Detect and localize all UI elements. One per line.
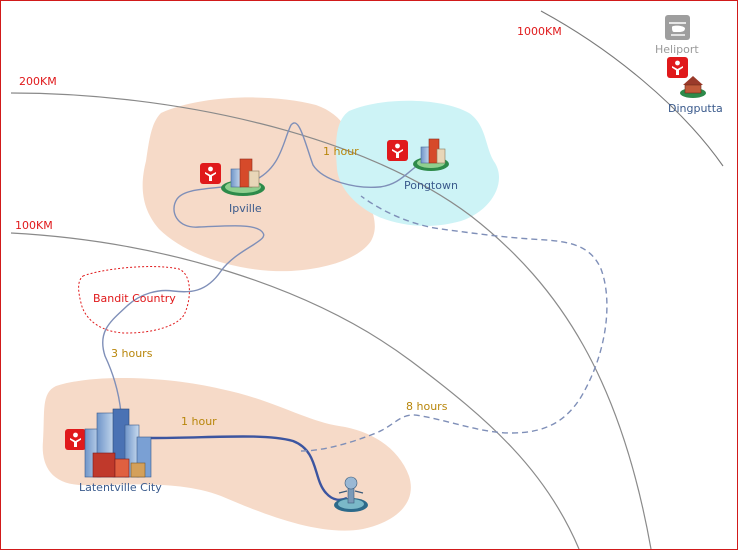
place-label-latentville: Latentville City (79, 481, 162, 494)
helicopter-icon (665, 15, 690, 40)
ring-label-200km: 200KM (19, 75, 57, 88)
town-icon-pongtown (413, 138, 449, 171)
ring-label-1000km: 1000KM (517, 25, 562, 38)
town-icon-ipville (221, 158, 265, 196)
city-icon-latentville (84, 408, 152, 478)
ring-200km (10, 92, 652, 549)
travel-time-airstrip-pongtown: 8 hours (406, 400, 448, 413)
travel-time-ipville-pongtown: 1 hour (323, 145, 359, 158)
place-label-dingputta: Dingputta (668, 102, 723, 115)
airstrip-icon (334, 476, 368, 512)
place-label-pongtown: Pongtown (404, 179, 458, 192)
route-airstrip-pongtown (300, 195, 608, 452)
travel-time-bandit-latentville: 3 hours (111, 347, 153, 360)
region-latentville (42, 377, 411, 531)
route-latentville-airstrip (150, 435, 348, 502)
place-label-ipville: Ipville (229, 202, 262, 215)
place-label-heliport: Heliport (655, 43, 699, 56)
travel-time-latentville-airstrip: 1 hour (181, 415, 217, 428)
aid-agency-icon (387, 140, 408, 161)
aid-agency-icon (200, 163, 221, 184)
ring-label-100km: 100KM (15, 219, 53, 232)
village-icon-dingputta (680, 76, 706, 98)
aid-agency-icon (667, 57, 688, 78)
ring-1000km (540, 10, 724, 167)
danger-zone-label: Bandit Country (93, 292, 176, 305)
route-ipville-bandit-latentville (102, 122, 428, 414)
aid-agency-icon (65, 429, 86, 450)
ring-100km (10, 232, 580, 549)
